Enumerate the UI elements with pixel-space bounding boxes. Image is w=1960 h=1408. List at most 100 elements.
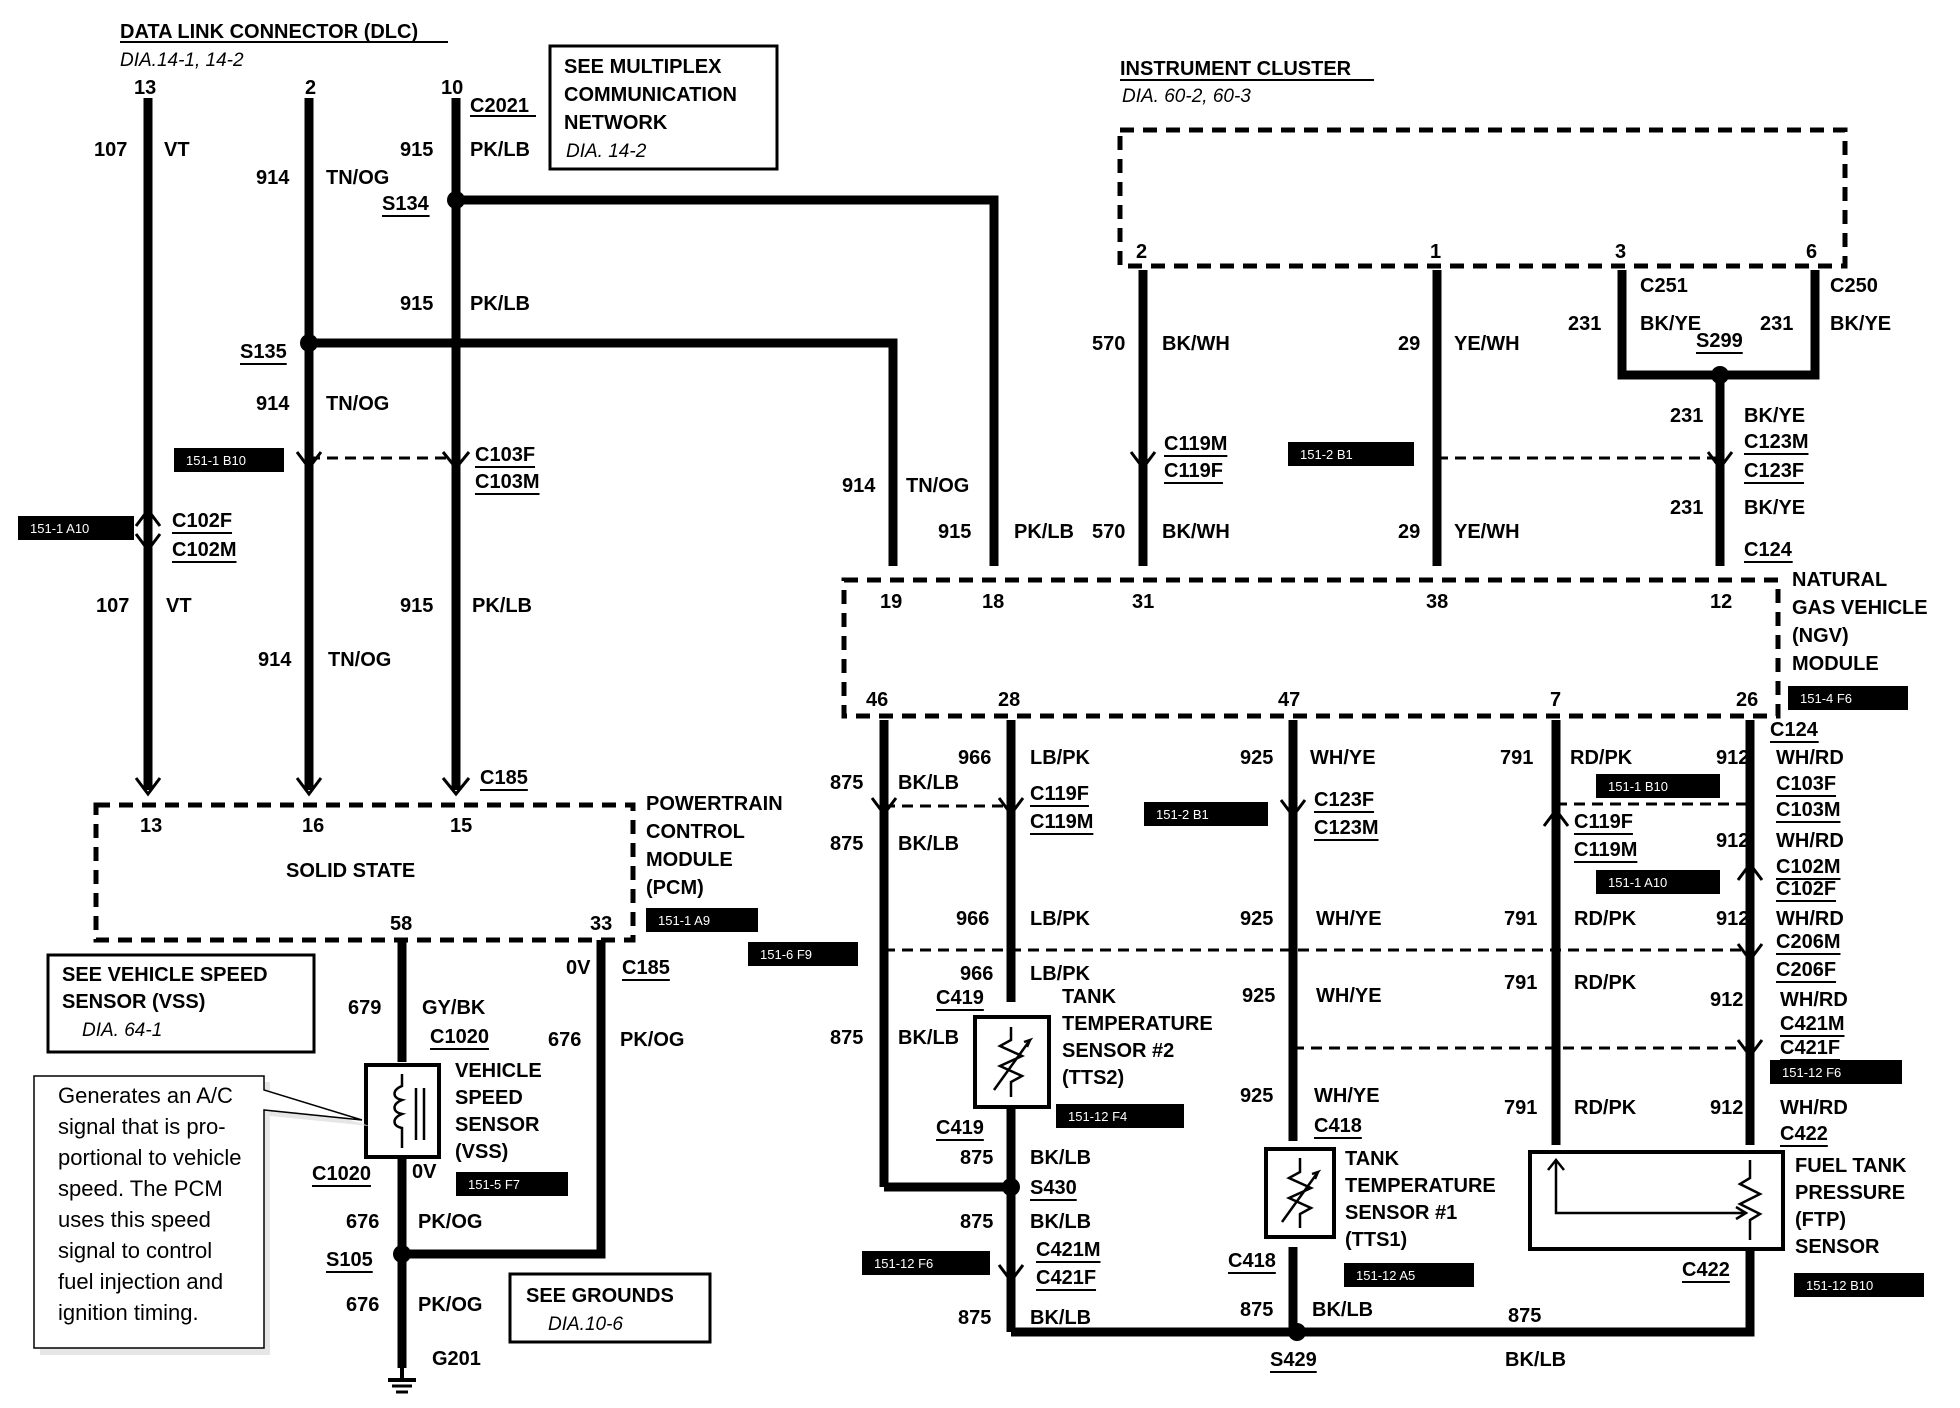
circuit-label: 570 [1092, 521, 1125, 543]
circuit-label: 570 [1092, 333, 1125, 355]
circuit-label: WH/YE [1316, 985, 1382, 1007]
circuit-label: 0V [566, 957, 591, 979]
svg-text:SPEED: SPEED [455, 1087, 523, 1109]
circuit-label: 231 [1760, 313, 1793, 335]
circuit-label: 925 [1240, 747, 1273, 769]
ref-tag-label: 151-12 F6 [1782, 1065, 1841, 1080]
circuit-label: C419 [936, 987, 984, 1009]
vss-coil-symbol [393, 1074, 426, 1148]
dlc-ref: DIA.14-1, 14-2 [120, 50, 244, 71]
circuit-label: C419 [936, 1117, 984, 1139]
circuit-label: C102M [1776, 856, 1840, 878]
svg-text:MODULE: MODULE [646, 849, 733, 871]
ref-tag-label: 151-1 A10 [30, 521, 89, 536]
circuit-label: 912 [1716, 747, 1749, 769]
circuit-label: TN/OG [326, 393, 389, 415]
circuit-label: C421M [1036, 1239, 1100, 1261]
circuit-label: RD/PK [1574, 972, 1637, 994]
circuit-label: C119M [1574, 839, 1637, 861]
ref-tag-label: 151-2 B1 [1300, 447, 1353, 462]
circuit-label: 875 [960, 1211, 993, 1233]
tts2-thermistor-symbol [992, 1027, 1034, 1097]
svg-text:NATURAL: NATURAL [1792, 569, 1887, 591]
circuit-label: 791 [1504, 1097, 1537, 1119]
circuit-label: WH/RD [1776, 908, 1844, 930]
circuit-label: PK/OG [620, 1029, 684, 1051]
pcm-box [93, 802, 636, 943]
ref-tag: 151-2 B1 [1144, 802, 1268, 826]
svg-text:G201: G201 [432, 1348, 481, 1370]
circuit-label: BK/LB [1505, 1349, 1566, 1371]
circuit-label: RD/PK [1570, 747, 1633, 769]
svg-text:SENSOR #2: SENSOR #2 [1062, 1040, 1174, 1062]
circuit-label: 29 [1398, 333, 1420, 355]
ngv-module-box [841, 577, 1781, 719]
circuit-label: BK/LB [1312, 1299, 1373, 1321]
grounds-labels: SEE GROUNDS DIA.10-6 G201 [432, 1285, 674, 1370]
circuit-label: 925 [1240, 1085, 1273, 1107]
circuit-label: C123M [1314, 817, 1378, 839]
ref-tag-label: 151-4 F6 [1800, 691, 1852, 706]
ref-tag: 151-6 F9 [748, 942, 858, 966]
splice-s429 [1288, 1323, 1306, 1341]
svg-text:33: 33 [590, 913, 612, 935]
circuit-label: 679 [348, 997, 381, 1019]
circuit-label: 914 [256, 393, 290, 415]
circuit-label: WH/YE [1316, 908, 1382, 930]
splice-s134 [447, 191, 465, 209]
circuit-label: BK/WH [1162, 521, 1230, 543]
circuit-label: S299 [1696, 330, 1743, 352]
grounds-ref-box [508, 1272, 712, 1344]
circuit-label: 231 [1568, 313, 1601, 335]
circuit-label: BK/YE [1744, 497, 1805, 519]
svg-text:6: 6 [1806, 241, 1817, 263]
circuit-label: LB/PK [1030, 963, 1091, 985]
svg-text:SENSOR: SENSOR [1795, 1236, 1880, 1258]
svg-text:Generates an A/C: Generates an A/C [58, 1083, 233, 1108]
circuit-label: 791 [1504, 972, 1537, 994]
svg-text:46: 46 [866, 689, 888, 711]
circuit-label: 914 [842, 475, 876, 497]
svg-text:SOLID STATE: SOLID STATE [286, 860, 415, 882]
circuit-label: 966 [960, 963, 993, 985]
circuit-label: C123F [1314, 789, 1374, 811]
tts2-labels: TANK TEMPERATURE SENSOR #2 (TTS2) [1062, 986, 1213, 1089]
ref-tag-label: 151-1 A10 [1608, 875, 1667, 890]
svg-text:1: 1 [1430, 241, 1441, 263]
circuit-label: BK/WH [1162, 333, 1230, 355]
svg-text:TANK: TANK [1062, 986, 1117, 1008]
svg-text:DIA. 64-1: DIA. 64-1 [82, 1020, 162, 1041]
circuit-label: S105 [326, 1249, 373, 1271]
svg-text:VEHICLE: VEHICLE [455, 1060, 542, 1082]
ref-tag: 151-5 F7 [456, 1172, 568, 1196]
svg-text:(TTS2): (TTS2) [1062, 1067, 1124, 1089]
ref-tag: 151-1 A10 [1596, 870, 1720, 894]
circuit-label: RD/PK [1574, 908, 1637, 930]
circuit-label: 0V [412, 1161, 437, 1183]
svg-text:(TTS1): (TTS1) [1345, 1229, 1407, 1251]
cluster-title: INSTRUMENT CLUSTER [1120, 58, 1352, 80]
circuit-label: 231 [1670, 497, 1703, 519]
svg-text:SEE GROUNDS: SEE GROUNDS [526, 1285, 674, 1307]
svg-text:fuel injection and: fuel injection and [58, 1269, 223, 1294]
svg-text:SENSOR (VSS): SENSOR (VSS) [62, 991, 205, 1013]
circuit-label: LB/PK [1030, 908, 1091, 930]
tts1-labels: TANK TEMPERATURE SENSOR #1 (TTS1) [1345, 1148, 1496, 1251]
circuit-label: BK/LB [1030, 1307, 1091, 1329]
circuit-label: C418 [1314, 1115, 1362, 1137]
circuit-label: YE/WH [1454, 333, 1520, 355]
svg-text:portional to vehicle: portional to vehicle [58, 1145, 241, 1170]
ref-tag-label: 151-1 B10 [186, 453, 246, 468]
ftp-labels: FUEL TANK PRESSURE (FTP) SENSOR [1795, 1155, 1907, 1258]
svg-text:18: 18 [982, 591, 1004, 613]
circuit-label: LB/PK [1030, 747, 1091, 769]
svg-text:26: 26 [1736, 689, 1758, 711]
circuit-label: BK/YE [1640, 313, 1701, 335]
circuit-label: WH/RD [1780, 1097, 1848, 1119]
svg-text:12: 12 [1710, 591, 1732, 613]
splice-s135 [300, 334, 318, 352]
svg-text:31: 31 [1132, 591, 1154, 613]
vss-ref-labels: SEE VEHICLE SPEED SENSOR (VSS) DIA. 64-1 [62, 964, 268, 1041]
circuit-label: 676 [346, 1294, 379, 1316]
